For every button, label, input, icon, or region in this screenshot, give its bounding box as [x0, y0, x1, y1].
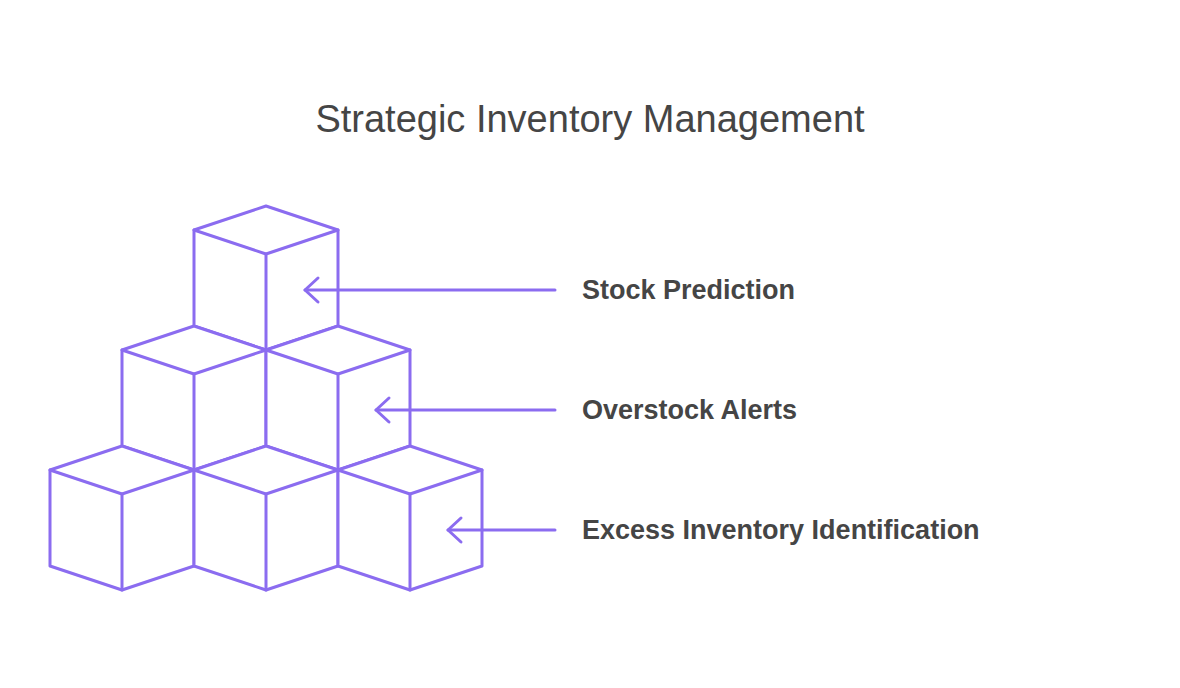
arrow-head [305, 278, 318, 302]
cube-edge [265, 494, 268, 590]
cube-edge [194, 470, 338, 494]
cube-edge [50, 470, 194, 494]
cube-edge [337, 374, 340, 470]
leader-line [448, 529, 555, 532]
callout-label: Stock Prediction [582, 275, 795, 306]
cube-edge [121, 494, 124, 590]
cube-edge [194, 230, 338, 254]
cube-outline [194, 206, 338, 350]
cube-edge [338, 470, 482, 494]
diagram-title: Strategic Inventory Management [0, 98, 1180, 141]
cube-outline [194, 446, 338, 590]
cube-outline [122, 326, 266, 470]
leader-line [305, 289, 555, 292]
cube-outline [50, 446, 194, 590]
cube-outline [266, 326, 410, 470]
leader-line [376, 409, 555, 412]
cube-edge [266, 350, 410, 374]
cube-outline [338, 446, 482, 590]
callout-label: Excess Inventory Identification [582, 515, 980, 546]
cube-edge [265, 254, 268, 350]
cube-edge [122, 350, 266, 374]
cube-edge [409, 494, 412, 590]
arrow-head [376, 398, 389, 422]
callout-label: Overstock Alerts [582, 395, 797, 426]
cube-edge [193, 374, 196, 470]
arrow-head [448, 518, 461, 542]
